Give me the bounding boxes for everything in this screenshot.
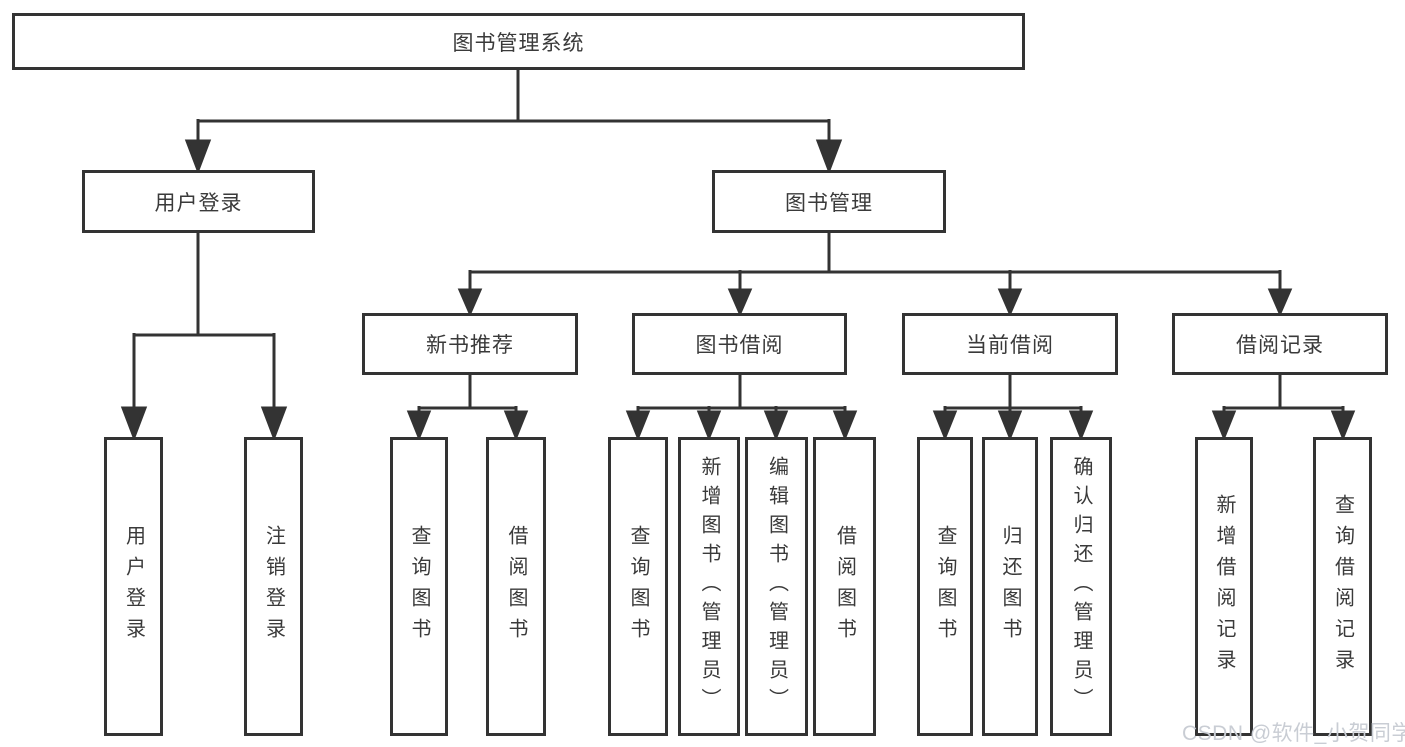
leaf-confirm-return-admin: 确认归还（管理员） [1050, 437, 1112, 736]
leaf-confirm-return-admin-label: 确认归还（管理员） [1070, 456, 1092, 717]
leaf-add-book-admin-label: 新增图书（管理员） [698, 456, 720, 717]
leaf-return-book: 归还图书 [982, 437, 1038, 736]
leaf-edit-book-admin-label: 编辑图书（管理员） [765, 456, 788, 717]
leaf-logout: 注销登录 [244, 437, 303, 736]
node-new-book-recommend-label: 新书推荐 [426, 334, 514, 357]
leaf-edit-book-admin: 编辑图书（管理员） [745, 437, 808, 736]
leaf-query-books-2-label: 查询图书 [627, 524, 649, 649]
node-user-login-label: 用户登录 [154, 191, 243, 215]
leaf-borrow-books-1: 借阅图书 [486, 437, 546, 736]
node-root-label: 图书管理系统 [452, 31, 585, 55]
node-book-management: 图书管理 [712, 170, 946, 233]
node-borrowing-records-label: 借阅记录 [1236, 334, 1324, 357]
leaf-query-books-2: 查询图书 [608, 437, 668, 736]
node-user-login: 用户登录 [82, 170, 315, 233]
leaf-borrow-books-1-label: 借阅图书 [505, 524, 527, 649]
leaf-add-book-admin: 新增图书（管理员） [678, 437, 740, 736]
node-book-borrowing: 图书借阅 [632, 313, 847, 375]
node-book-management-label: 图书管理 [785, 191, 873, 215]
leaf-add-borrow-record: 新增借阅记录 [1195, 437, 1253, 736]
node-new-book-recommend: 新书推荐 [362, 313, 578, 375]
node-current-borrowing: 当前借阅 [902, 313, 1118, 375]
node-book-borrowing-label: 图书借阅 [695, 334, 784, 357]
leaf-user-login: 用户登录 [104, 437, 163, 736]
leaf-logout-label: 注销登录 [262, 524, 285, 649]
leaf-return-book-label: 归还图书 [999, 524, 1021, 649]
leaf-query-books-1-label: 查询图书 [408, 524, 430, 649]
leaf-add-borrow-record-label: 新增借阅记录 [1213, 493, 1235, 680]
leaf-query-borrow-record: 查询借阅记录 [1313, 437, 1372, 736]
node-borrowing-records: 借阅记录 [1172, 313, 1388, 375]
leaf-user-login-label: 用户登录 [122, 524, 145, 649]
leaf-borrow-books-2-label: 借阅图书 [833, 524, 856, 649]
leaf-query-books-3-label: 查询图书 [934, 524, 956, 649]
leaf-query-borrow-record-label: 查询借阅记录 [1331, 493, 1354, 680]
leaf-borrow-books-2: 借阅图书 [813, 437, 876, 736]
leaf-query-books-3: 查询图书 [917, 437, 973, 736]
node-root: 图书管理系统 [12, 13, 1025, 70]
watermark: CSDN @软件_小贺同学 [1182, 722, 1405, 745]
node-current-borrowing-label: 当前借阅 [966, 334, 1054, 357]
leaf-query-books-1: 查询图书 [390, 437, 448, 736]
